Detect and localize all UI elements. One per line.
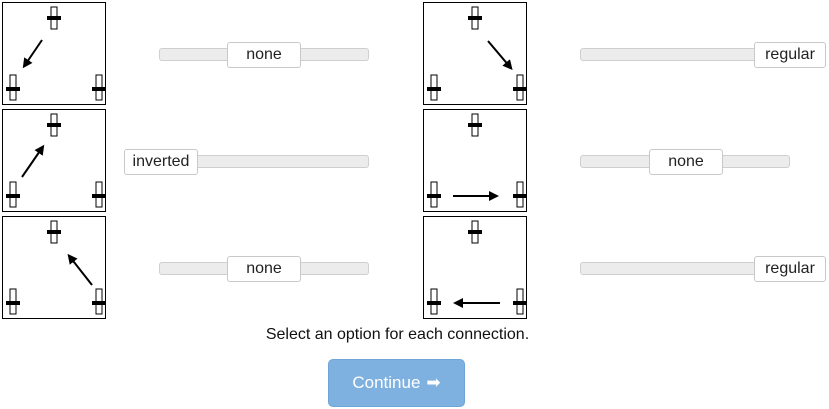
connection-arrow: [22, 39, 43, 69]
node-top: [47, 113, 61, 137]
connection-arrow: [67, 253, 93, 286]
connection-diagram-4: [423, 2, 527, 105]
node-top: [468, 113, 482, 137]
node-right: [92, 288, 106, 315]
connection-arrow: [487, 40, 513, 71]
connection-diagram-1-svg: [6, 6, 106, 101]
node-top: [468, 220, 482, 244]
node-right: [92, 181, 106, 208]
connection-diagram-4-svg: [427, 6, 527, 101]
node-top: [468, 6, 482, 30]
connection-slider-5-thumb[interactable]: none: [649, 149, 723, 175]
connection-diagram-1: [2, 2, 106, 105]
instruction-text: Select an option for each connection.: [265, 326, 530, 343]
connection-slider-2-thumb[interactable]: inverted: [124, 149, 198, 175]
connection-diagram-5: [423, 109, 527, 212]
continue-button[interactable]: Continue ➡: [328, 359, 465, 407]
node-left: [427, 181, 441, 208]
node-right: [92, 74, 106, 101]
node-right: [513, 288, 527, 315]
node-left: [6, 288, 20, 315]
connection-diagram-6-svg: [427, 220, 527, 315]
arrow-right-icon: ➡: [426, 373, 441, 392]
node-right: [513, 74, 527, 101]
node-left: [6, 74, 20, 101]
node-left: [427, 74, 441, 101]
node-top: [47, 6, 61, 30]
node-top: [47, 220, 61, 244]
continue-button-label: Continue: [352, 373, 421, 392]
connection-arrow: [21, 144, 45, 178]
connection-diagram-2-svg: [6, 113, 106, 208]
connection-slider-4-thumb[interactable]: regular: [754, 42, 826, 68]
connection-diagram-3-svg: [6, 220, 106, 315]
connection-diagram-3: [2, 216, 106, 319]
connection-slider-1-thumb[interactable]: none: [227, 42, 301, 68]
connection-diagram-2: [2, 109, 106, 212]
node-left: [6, 181, 20, 208]
connection-diagram-5-svg: [427, 113, 527, 208]
connection-slider-6-thumb[interactable]: regular: [754, 256, 826, 282]
connection-diagram-6: [423, 216, 527, 319]
node-right: [513, 181, 527, 208]
connection-slider-3-thumb[interactable]: none: [227, 256, 301, 282]
node-left: [427, 288, 441, 315]
